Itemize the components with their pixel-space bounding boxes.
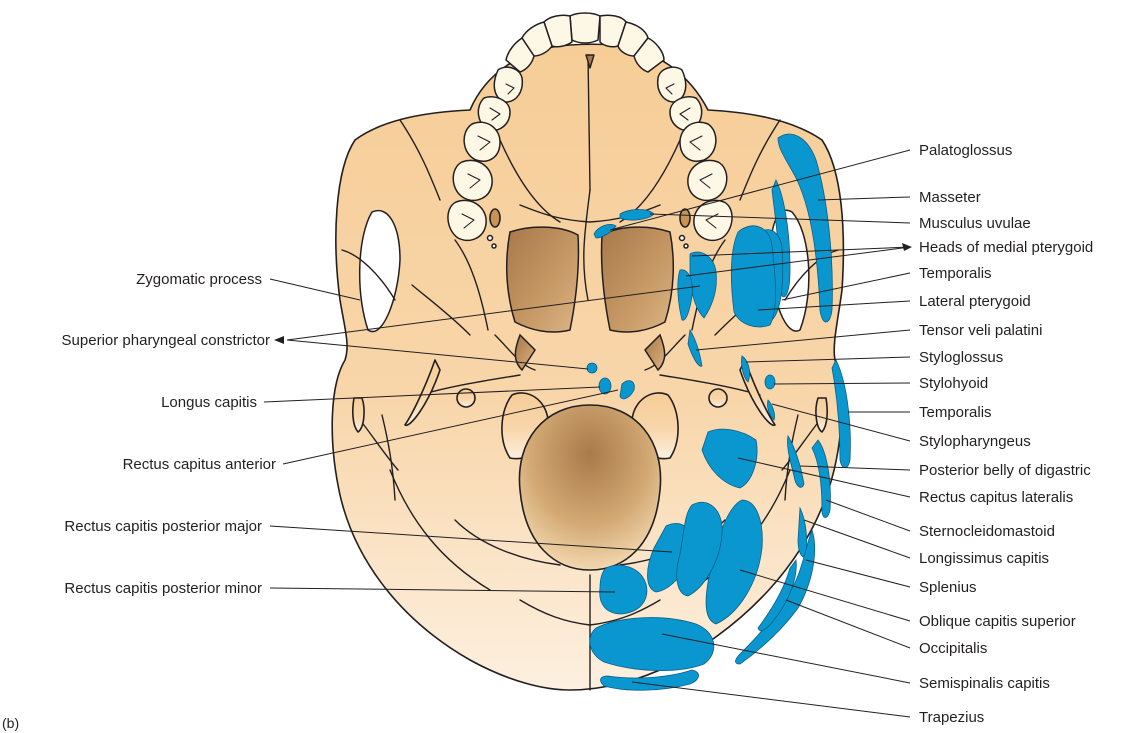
mastoid-process-right (816, 398, 827, 432)
foramen-magnum (519, 405, 660, 570)
semispinalis-capitis-area (590, 618, 714, 671)
label-trapezius: Trapezius (919, 709, 984, 726)
mastoid-process-left (353, 398, 364, 432)
label-splenius: Splenius (919, 579, 977, 596)
label-semispinalis-capitis: Semispinalis capitis (919, 675, 1050, 692)
label-longus-capitis: Longus capitis (161, 394, 257, 411)
panel-label: (b) (2, 715, 19, 731)
label-sternocleidomastoid: Sternocleidomastoid (919, 523, 1055, 540)
choana-right (602, 227, 674, 332)
label-oblique-capitis-superior: Oblique capitis superior (919, 613, 1076, 630)
label-superior-pharyngeal-constrictor: Superior pharyngeal constrictor (62, 332, 270, 349)
label-tensor-veli-palatini: Tensor veli palatini (919, 322, 1042, 339)
label-stylopharyngeus: Stylopharyngeus (919, 433, 1031, 450)
label-palatoglossus: Palatoglossus (919, 142, 1012, 159)
label-musculus-uvulae: Musculus uvulae (919, 215, 1031, 232)
label-rectus-capitis-posterior-major: Rectus capitis posterior major (64, 518, 262, 535)
label-temporalis-lower: Temporalis (919, 404, 992, 421)
label-stylohyoid: Stylohyoid (919, 375, 988, 392)
label-heads-of-medial-pterygoid: Heads of medial pterygoid (919, 239, 1093, 256)
label-lateral-pterygoid: Lateral pterygoid (919, 293, 1031, 310)
label-rectus-capitus-anterior: Rectus capitus anterior (123, 456, 276, 473)
labels-right: Palatoglossus Masseter Musculus uvulae H… (919, 142, 1093, 726)
label-longissimus-capitis: Longissimus capitis (919, 550, 1049, 567)
stylohyoid-area (765, 375, 775, 389)
label-zygomatic-process: Zygomatic process (136, 271, 262, 288)
choana-left (507, 227, 579, 332)
label-styloglossus: Styloglossus (919, 349, 1003, 366)
label-rectus-capitis-posterior-minor: Rectus capitis posterior minor (64, 580, 262, 597)
lateral-pterygoid-area (731, 226, 775, 327)
labels-left: Zygomatic process Superior pharyngeal co… (62, 271, 276, 597)
label-masseter: Masseter (919, 189, 981, 206)
label-posterior-belly-of-digastric: Posterior belly of digastric (919, 462, 1091, 479)
label-rectus-capitus-lateralis: Rectus capitus lateralis (919, 489, 1073, 506)
label-occipitalis: Occipitalis (919, 640, 987, 657)
superior-pharyngeal-constrictor-area (587, 363, 597, 373)
label-temporalis-upper: Temporalis (919, 265, 992, 282)
